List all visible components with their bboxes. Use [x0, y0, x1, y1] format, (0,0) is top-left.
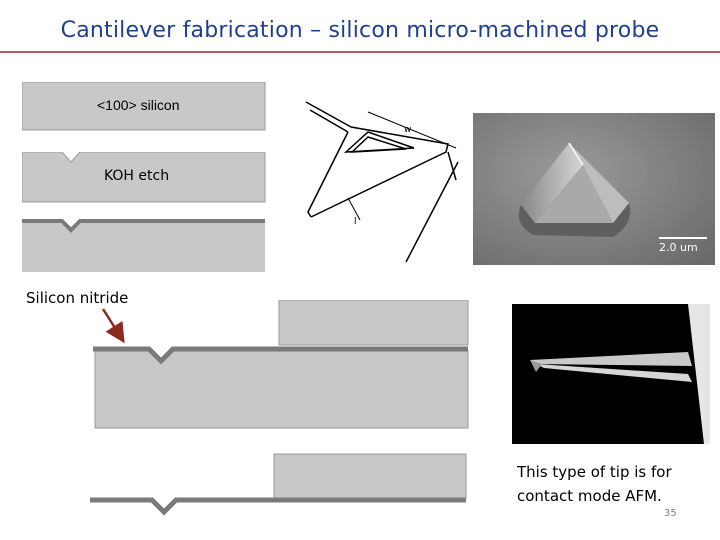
silicon-wafer	[22, 82, 266, 131]
silicon-wafer-diagram	[22, 82, 266, 131]
nitride-coat-diagram	[22, 219, 265, 272]
sem-tip-image: 2.0 um	[473, 113, 715, 265]
page-number: 35	[664, 508, 677, 519]
afm-cantilever-image	[512, 304, 710, 444]
released-cantilever-diagram	[90, 453, 467, 516]
etched-wafer	[22, 152, 266, 203]
dimension-l: l	[354, 217, 357, 227]
koh-etch-label: KOH etch	[104, 168, 170, 184]
scale-bar-label: 2.0 um	[659, 241, 698, 254]
substrate-block	[94, 349, 469, 429]
mask-block-lower	[273, 453, 467, 499]
silicon-label: <100> silicon	[97, 97, 180, 113]
dimension-w: w	[404, 125, 411, 135]
coated-wafer	[22, 223, 265, 272]
nitride-layer	[93, 346, 468, 365]
silicon-nitride-label: Silicon nitride	[26, 289, 129, 307]
mask-block	[278, 300, 469, 346]
title-divider	[0, 51, 720, 53]
cantilever-drawing: w l	[305, 101, 459, 263]
nitride-arrow	[101, 308, 125, 344]
mask-nitride-diagram	[93, 300, 469, 429]
nitride-layer	[22, 219, 265, 233]
nitride-cantilever	[90, 497, 466, 516]
koh-etch-diagram	[22, 152, 266, 203]
slide-title: Cantilever fabrication – silicon micro-m…	[60, 18, 660, 43]
caption-text: This type of tip is for contact mode AFM…	[517, 463, 672, 505]
